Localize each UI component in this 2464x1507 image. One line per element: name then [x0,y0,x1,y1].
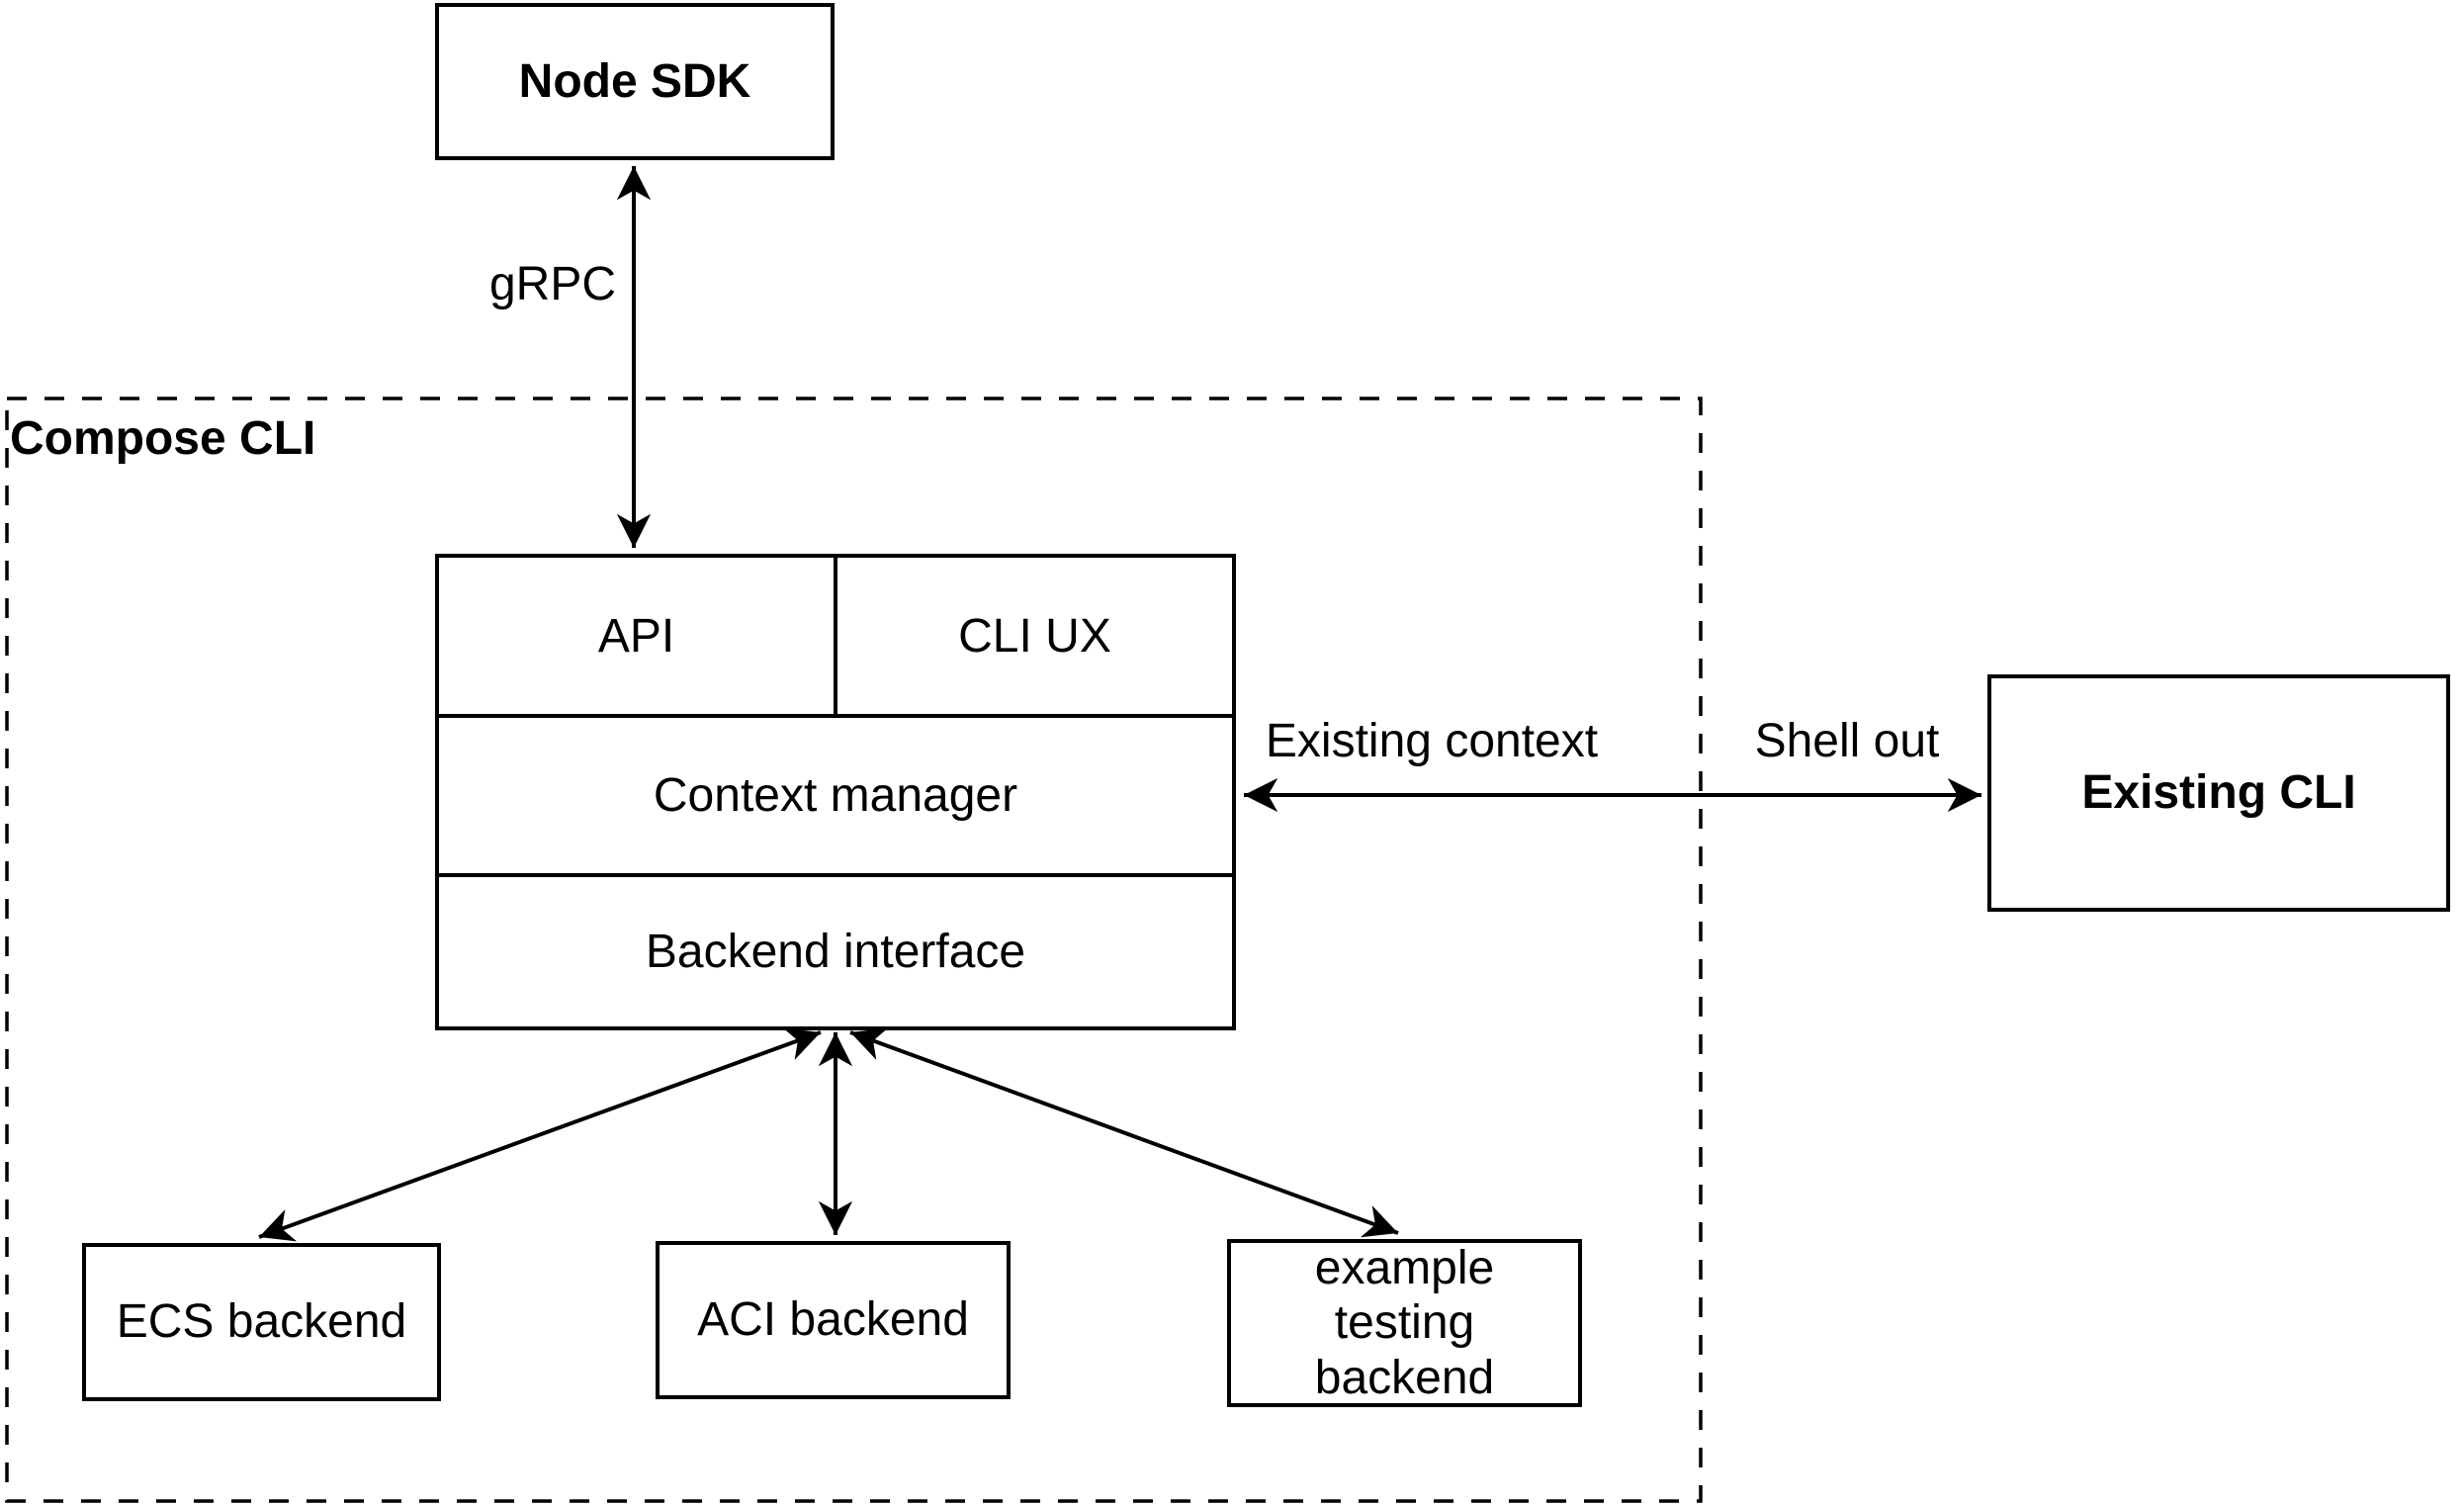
node-sdk-box: Node SDK [435,3,835,160]
compose-cli-core-box: API CLI UX Context manager Backend inter… [435,554,1236,1030]
api-box: API [439,558,837,714]
backend-to-example-arrow [849,1027,1399,1238]
context-manager-label: Context manager [653,769,1018,822]
grpc-edge-label: gRPC [488,258,617,310]
shell-out-edge-label: Shell out [1754,715,1940,767]
backend-interface-label: Backend interface [645,926,1026,978]
api-label: API [597,609,675,663]
compose-cli-container-label: Compose CLI [10,412,316,465]
aci-backend-box: ACI backend [656,1241,1011,1399]
existing-context-edge-label: Existing context [1265,715,1599,767]
top-row: API CLI UX [439,558,1232,718]
ecs-backend-box: ECS backend [82,1243,441,1401]
context-manager-box: Context manager [439,718,1232,877]
aci-backend-label: ACI backend [697,1293,969,1347]
existing-cli-label: Existing CLI [2081,766,2356,820]
example-testing-backend-label: example testing backend [1314,1242,1495,1404]
cli-ux-label: CLI UX [958,609,1111,663]
existing-cli-box: Existing CLI [1987,674,2450,912]
node-sdk-label: Node SDK [518,54,751,108]
ecs-backend-label: ECS backend [116,1295,407,1349]
backend-to-ecs-arrow [258,1027,822,1242]
example-testing-backend-box: example testing backend [1227,1239,1582,1407]
backend-interface-box: Backend interface [439,877,1232,1026]
cli-ux-box: CLI UX [837,558,1232,714]
